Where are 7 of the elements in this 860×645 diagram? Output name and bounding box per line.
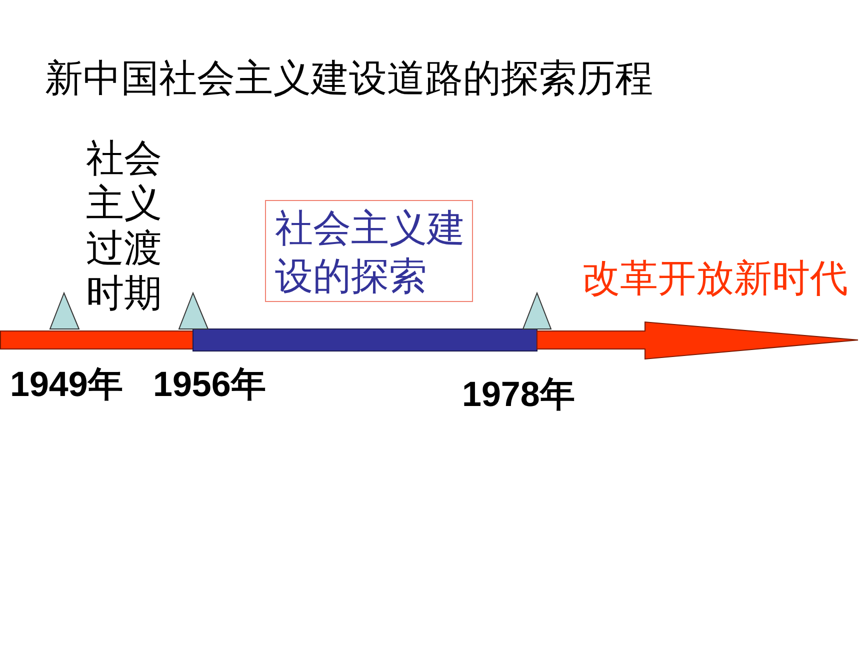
period-label: 社会主义过渡时期 [86, 137, 163, 317]
year-label: 1978年 [462, 375, 575, 415]
period-label: 改革开放新时代 [582, 257, 848, 302]
text-box: 社会主义建设的探索 [265, 200, 473, 302]
year-label: 1956年 [153, 365, 266, 405]
year-label: 1949年 [10, 365, 123, 405]
diagram-title: 新中国社会主义建设道路的探索历程 [45, 57, 653, 102]
